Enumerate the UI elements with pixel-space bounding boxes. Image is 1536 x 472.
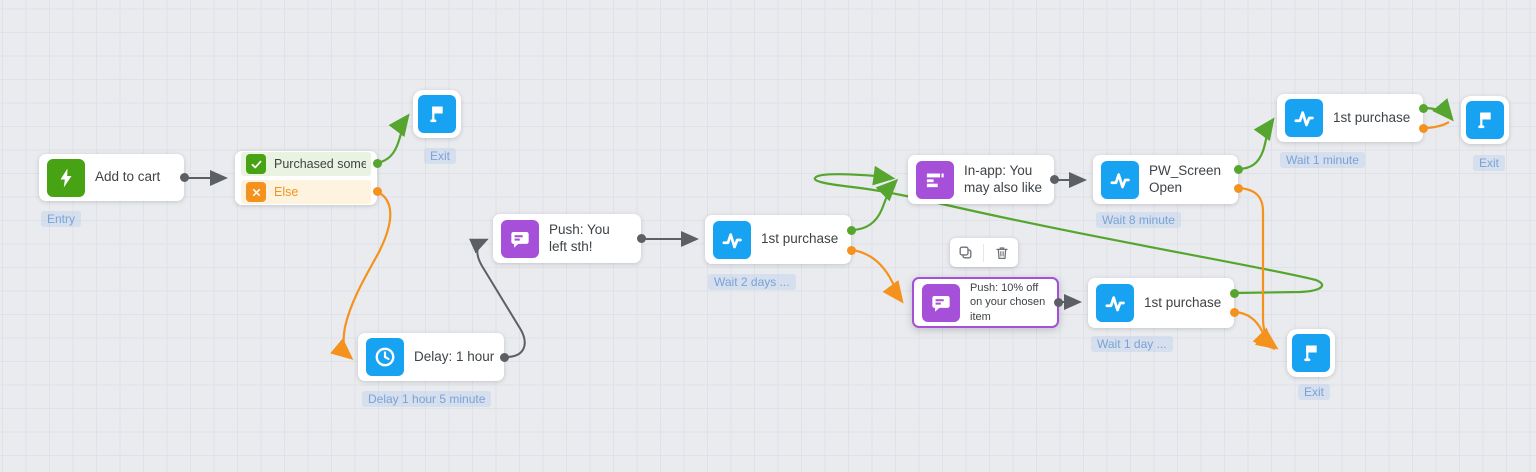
edge-firstpurchase-a-no-to-pushdiscount [850,248,904,304]
branch-yes-label: Purchased somet… [274,157,366,171]
node-pw-screenopen[interactable]: PW_ScreenOpen [1093,155,1243,204]
edge-delay-to-push [469,238,526,358]
checkmark-icon [246,154,266,174]
node-label: 1st purchase [761,231,839,247]
exit-tag: Exit [424,148,457,164]
node-first-purchase-b[interactable]: 1st purchase [1088,278,1239,328]
output-port-else[interactable] [373,186,382,196]
edge-firstpurchase-b-no-to-exit [1234,310,1276,351]
toolbar-divider [983,243,985,262]
node-push-you-left-sth[interactable]: Push: You left sth! [493,214,646,263]
flag-icon [418,95,456,133]
node-first-purchase-c[interactable]: 1st purchase [1277,94,1428,142]
flag-icon [1466,101,1504,139]
delete-button[interactable] [988,239,1016,267]
output-port-no[interactable] [1230,307,1239,317]
node-label: PW_ScreenOpen [1149,162,1222,195]
output-port-no[interactable] [1234,183,1243,193]
output-port[interactable] [180,173,189,182]
event-pulse-icon [1096,284,1134,322]
exit-tag: Exit [1473,155,1506,171]
output-port-no[interactable] [847,245,856,255]
wait-tag: Wait 8 minute [1096,212,1181,228]
edge-firstpurchase-a-yes-to-inapp [850,178,899,232]
output-port-yes[interactable] [847,225,856,235]
event-pulse-icon [713,220,751,259]
duplicate-button[interactable] [952,239,980,267]
node-push-discount[interactable]: Push: 10% off on your chosen item [912,277,1063,328]
push-message-icon [501,219,539,258]
output-port[interactable] [500,352,509,362]
node-first-purchase-a[interactable]: 1st purchase [705,215,856,264]
edge-pwscreenopen-yes-to-firstpurchase-c [1237,117,1275,171]
output-port-yes[interactable] [1234,164,1243,174]
node-delay[interactable]: Delay: 1 hour [358,333,509,381]
flag-icon [1292,334,1330,372]
condition-branch-else[interactable]: Else [241,180,371,204]
lightning-icon [47,158,85,197]
condition-branch-yes[interactable]: Purchased somet… [241,152,371,176]
event-pulse-icon [1101,160,1139,199]
delay-tag: Delay 1 hour 5 minute [362,391,492,407]
wait-tag: Wait 2 days ... [708,274,796,290]
output-port-yes[interactable] [1419,103,1428,113]
node-label: Add to cart [95,169,161,185]
branch-else-label: Else [274,185,299,199]
node-exit-bottom[interactable] [1287,329,1335,377]
node-label: Delay: 1 hour [414,348,495,364]
node-label: Push: You left sth! [549,221,610,254]
output-port[interactable] [637,234,646,243]
event-pulse-icon [1285,99,1323,137]
node-exit-top[interactable] [413,90,461,138]
entry-tag: Entry [41,211,82,227]
node-in-app[interactable]: In-app: You may also like [908,155,1059,204]
node-label: Push: 10% off on your chosen item [970,282,1046,323]
node-label: In-app: You may also like [964,162,1043,195]
x-icon [246,182,266,202]
edge-firstpurchase-b-yes-loop-to-inapp [813,165,1324,295]
output-port-yes[interactable] [373,158,382,168]
wait-tag: Wait 1 minute [1280,152,1365,168]
edge-condition-else-to-delay [330,189,392,360]
in-app-message-icon [916,160,954,199]
node-exit-right[interactable] [1461,96,1509,144]
exit-tag: Exit [1298,384,1331,400]
output-port[interactable] [1054,298,1063,307]
output-port[interactable] [1050,175,1059,184]
output-port-yes[interactable] [1230,288,1239,298]
wait-tag: Wait 1 day ... [1091,336,1173,352]
node-condition-split[interactable]: Purchased somet… Else [235,151,382,205]
output-port-no[interactable] [1419,123,1428,133]
node-label: 1st purchase [1333,109,1411,125]
clock-icon [366,338,404,376]
node-add-to-cart[interactable]: Add to cart [39,154,189,201]
edge-condition-yes-to-exit [375,113,410,165]
node-toolbar [950,238,1018,267]
node-label: 1st purchase [1144,294,1222,310]
push-message-icon [922,283,960,322]
